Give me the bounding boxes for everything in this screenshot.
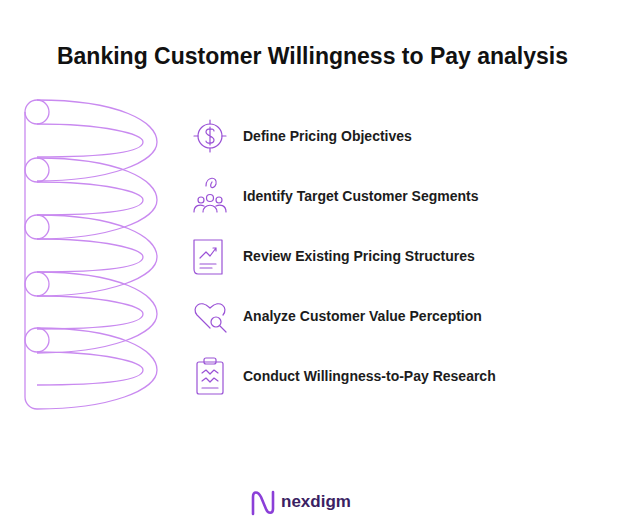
coil-outer xyxy=(37,100,157,181)
coil-inner xyxy=(37,124,143,157)
step-icon xyxy=(194,120,226,152)
logo-mark xyxy=(253,492,273,514)
step-label: Analyze Customer Value Perception xyxy=(243,307,613,325)
coil-ring xyxy=(25,328,49,352)
coil-outer xyxy=(37,215,157,296)
coil-ring xyxy=(25,100,49,124)
coil-inner xyxy=(37,296,143,329)
brand-name: nexdigm xyxy=(281,492,401,512)
diagram-title: Banking Customer Willingness to Pay anal… xyxy=(0,43,625,70)
step-label: Define Pricing Objectives xyxy=(243,127,613,145)
coil-outer xyxy=(37,158,157,239)
step-icon xyxy=(197,358,223,394)
coil-inner xyxy=(37,352,143,385)
step-icon xyxy=(194,178,226,212)
step-icon xyxy=(195,304,226,332)
step-label: Identify Target Customer Segments xyxy=(243,187,613,205)
coil-illustration xyxy=(25,100,157,409)
coil-outer xyxy=(37,272,157,353)
coil-edge xyxy=(25,112,37,409)
coil-inner xyxy=(37,239,143,272)
step-label: Review Existing Pricing Structures xyxy=(243,247,613,265)
coil-inner xyxy=(37,182,143,215)
coil-ring xyxy=(25,158,49,182)
coil-outer xyxy=(37,328,157,409)
step-icon xyxy=(194,240,222,274)
coil-ring xyxy=(25,215,49,239)
step-label: Conduct Willingness-to-Pay Research xyxy=(243,367,613,385)
coil-ring xyxy=(25,272,49,296)
